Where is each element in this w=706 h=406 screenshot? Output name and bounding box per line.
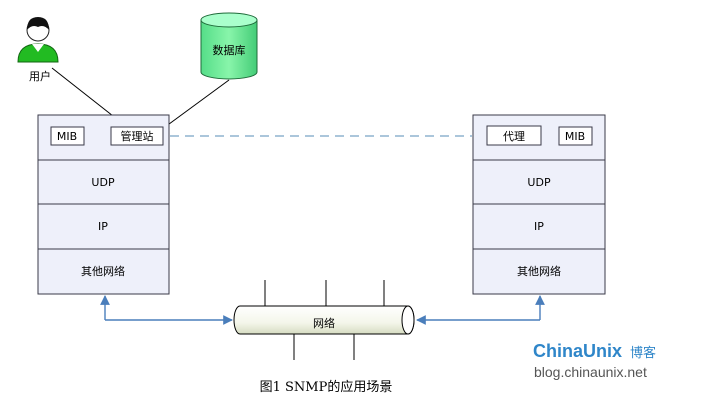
database-to-manager-line <box>164 79 230 128</box>
manager-mib-label: MIB <box>57 130 77 143</box>
agent-layer-ip: IP <box>534 220 544 233</box>
chinaunix-watermark: ChinaUnix 博客 blog.chinaunix.net <box>533 341 656 380</box>
manager-station: MIB 管理站 UDP IP 其他网络 <box>37 114 170 295</box>
watermark-brand-suffix: 博客 <box>630 345 656 361</box>
agent-network-arrow <box>416 295 545 325</box>
network-pipe <box>233 280 415 360</box>
agent-box <box>486 125 542 146</box>
manager-network-arrow <box>100 295 233 325</box>
agent-label: 代理 <box>503 130 525 143</box>
agent-mib-label: MIB <box>565 130 585 143</box>
watermark-brand: ChinaUnix <box>533 341 622 361</box>
user-icon <box>17 17 59 63</box>
figure-caption: 图1 SNMP的应用场景 <box>260 379 393 395</box>
agent-layer-other-network: 其他网络 <box>517 264 561 278</box>
user-label: 用户 <box>29 69 51 83</box>
database-icon <box>200 12 258 80</box>
agent-layer-udp: UDP <box>527 176 551 189</box>
manager-layer-udp: UDP <box>91 176 115 189</box>
network-label: 网络 <box>313 316 335 330</box>
manager-mib-box <box>50 126 85 146</box>
manager-layer-other-network: 其他网络 <box>81 264 125 278</box>
manager-layer-ip: IP <box>98 220 108 233</box>
agent-station: 代理 MIB UDP IP 其他网络 <box>472 114 606 295</box>
manager-station-label: 管理站 <box>121 129 154 143</box>
watermark-url: blog.chinaunix.net <box>534 364 647 380</box>
agent-mib-box <box>558 126 593 146</box>
manager-station-box <box>110 126 164 146</box>
database-label: 数据库 <box>213 43 246 57</box>
